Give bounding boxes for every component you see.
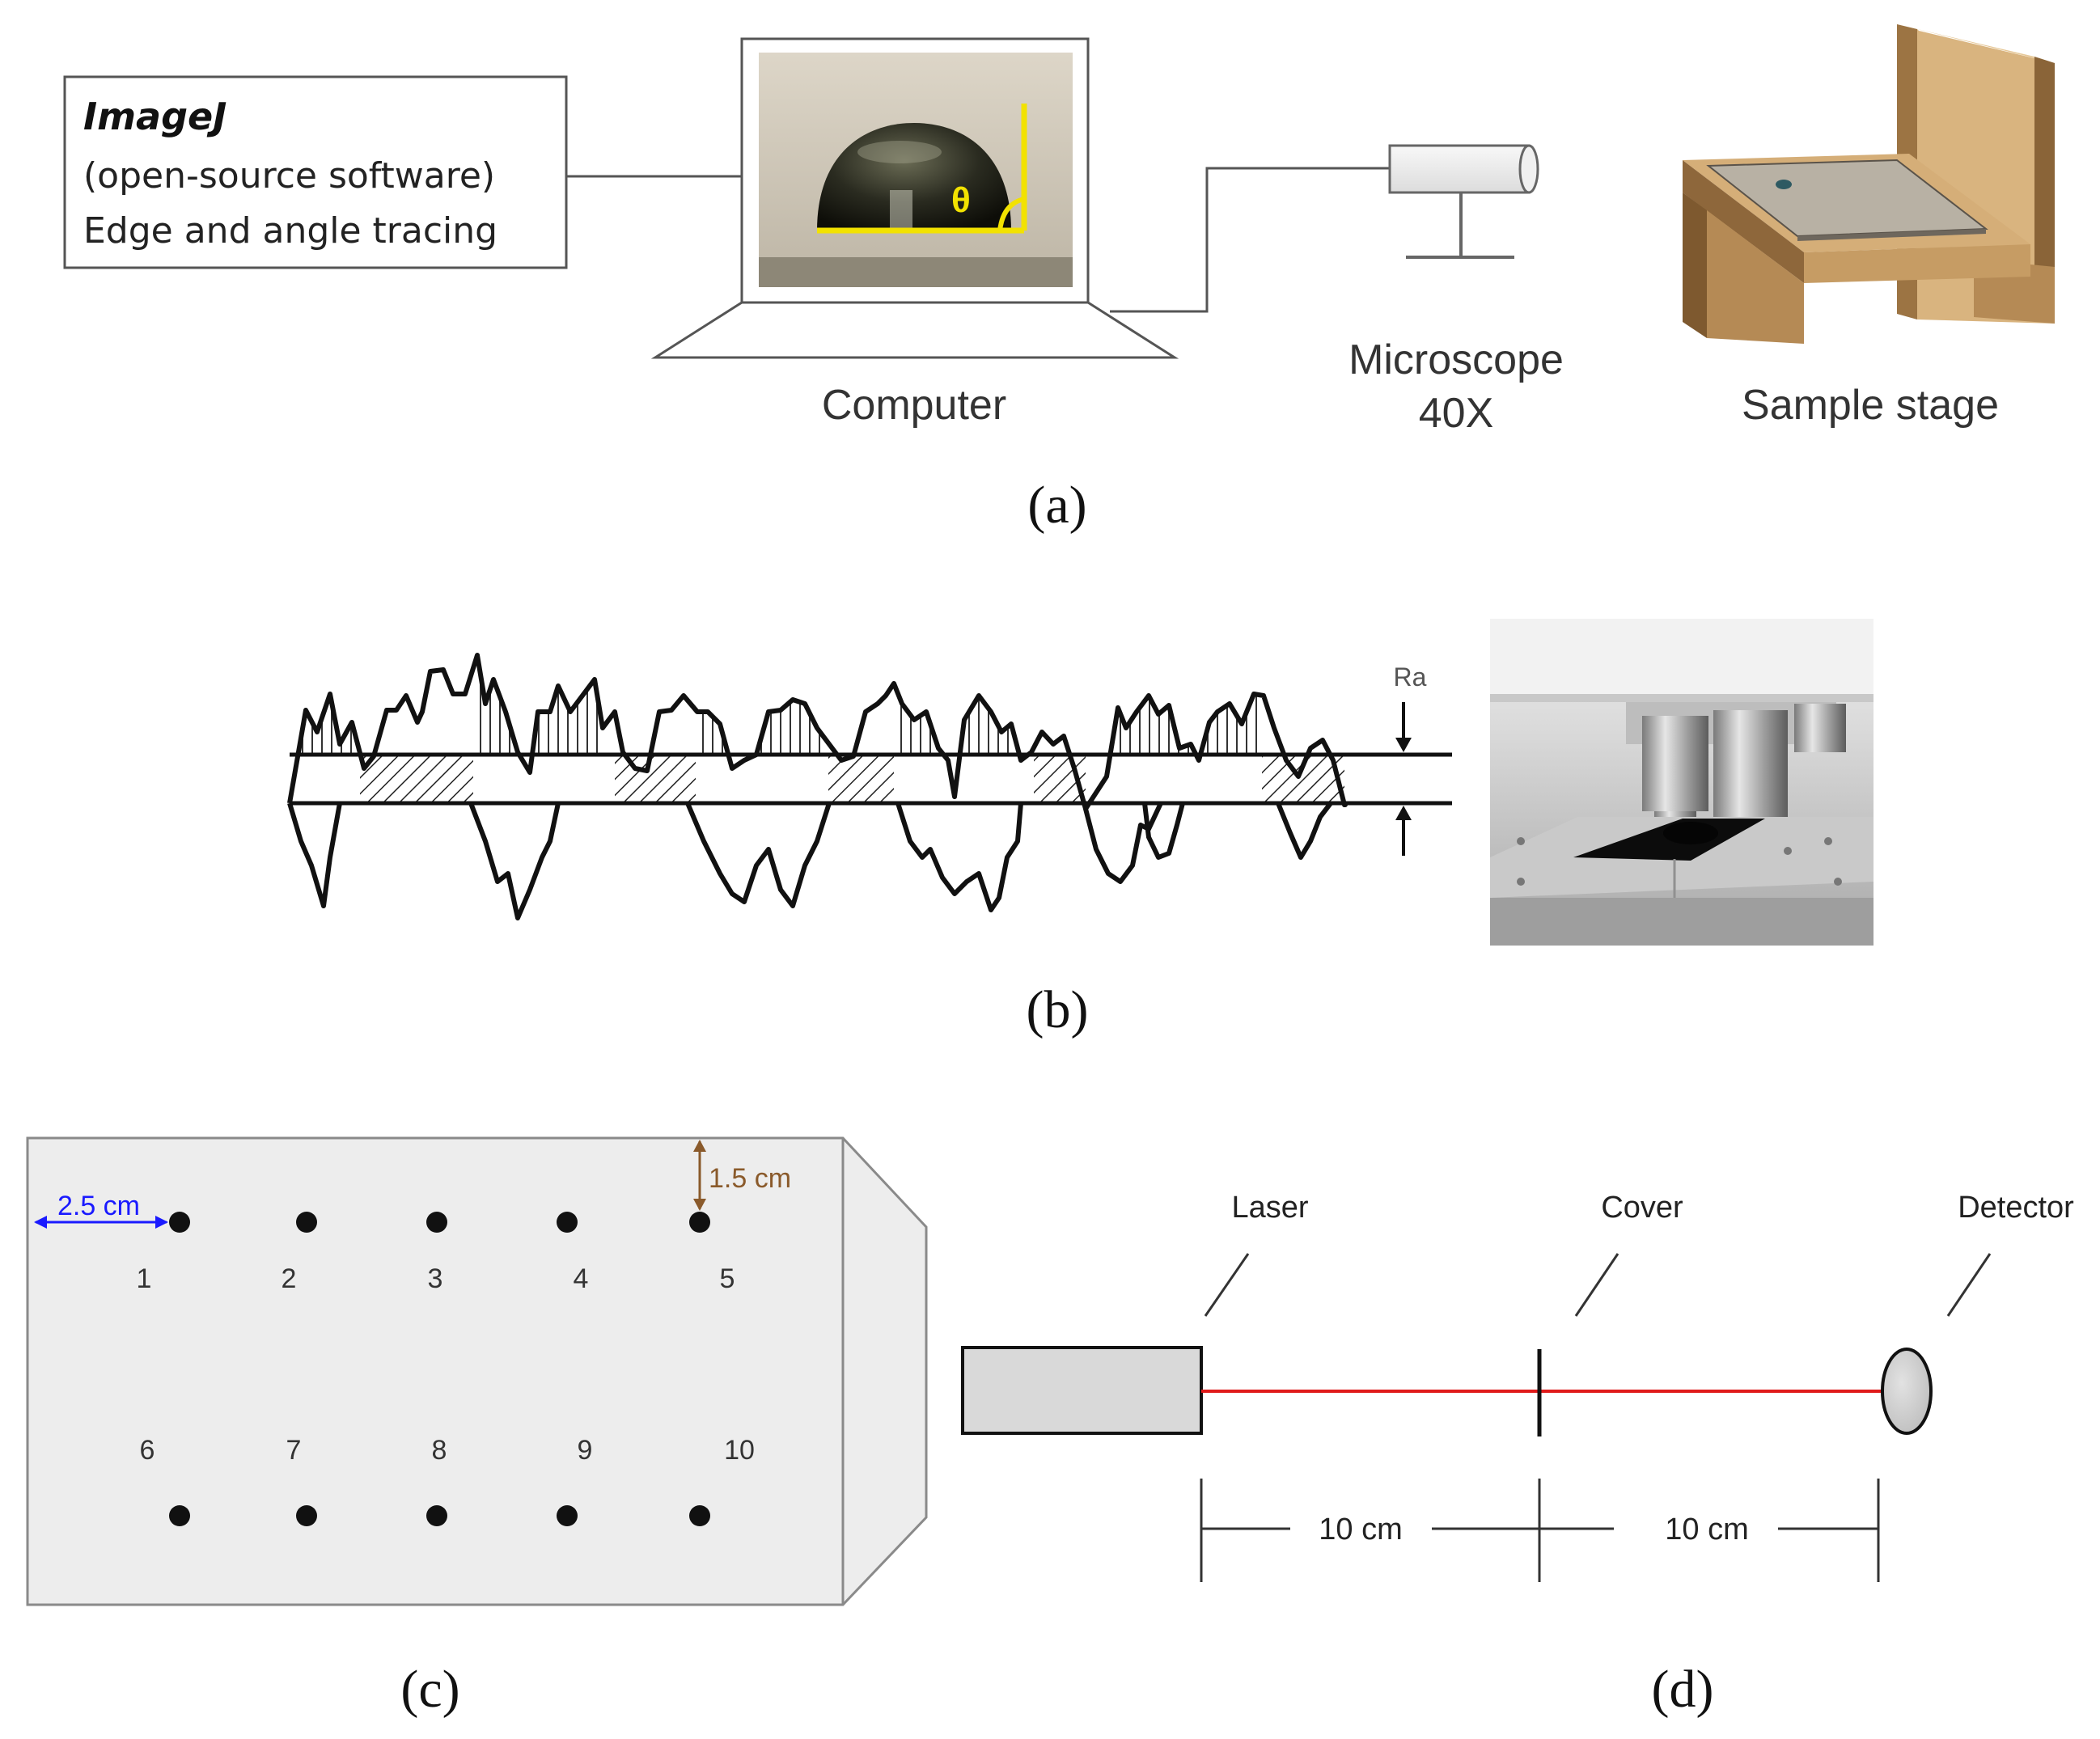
measurement-point-3 [426, 1212, 447, 1233]
detector-label: Detector [1958, 1191, 2074, 1225]
measurement-point-9 [557, 1505, 578, 1526]
hatched-band-2 [615, 755, 696, 803]
point-label-6: 6 [140, 1435, 155, 1466]
profile-valley-2 [468, 802, 561, 920]
hatched-band-group [360, 755, 1344, 803]
measurement-point-4 [557, 1212, 578, 1233]
contact-angle-image: θ [759, 53, 1073, 287]
hatched-band-3 [828, 755, 894, 803]
laptop-icon: θ [650, 37, 1179, 359]
vertical-dimension: 1.5 cm [693, 1140, 791, 1211]
caption-b: (b) [1027, 980, 1089, 1039]
profilometer-photo [1490, 619, 1873, 946]
point-label-9: 9 [578, 1435, 593, 1466]
ra-label: Ra [1394, 662, 1427, 692]
microscope-icon [1388, 144, 1539, 259]
distance-label-cover-detector: 10 cm [1665, 1513, 1748, 1546]
hatched-band-1 [360, 755, 473, 803]
measurement-point-5 [689, 1212, 710, 1233]
panel-b: Ra (b) [287, 619, 1873, 1039]
cover-leader-line [1574, 1253, 1619, 1317]
point-label-7: 7 [286, 1435, 302, 1466]
vertical-dimension-label: 1.5 cm [709, 1163, 791, 1194]
software-line-1: (open-source software) [83, 155, 495, 197]
point-label-5: 5 [720, 1263, 735, 1294]
roughness-profile-line [287, 653, 1348, 811]
software-box [63, 75, 568, 269]
cover-label: Cover [1601, 1191, 1683, 1225]
point-label-1: 1 [137, 1263, 152, 1294]
point-label-3: 3 [428, 1263, 443, 1294]
sample-stage-icon [1683, 24, 2055, 344]
sample-stage-label: Sample stage [1742, 382, 1999, 429]
detector-leader-line [1946, 1253, 1992, 1317]
panel-d: Laser Cover Detector 10 cm 10 cm (d) [961, 1191, 2074, 1719]
measurement-point-grid: 1 2 3 4 5 6 7 8 9 10 [137, 1212, 755, 1526]
measurement-point-6 [169, 1505, 190, 1526]
panel-a: ImageJ (open-source software) Edge and a… [63, 24, 2055, 535]
theta-symbol: θ [951, 180, 971, 220]
horizontal-dimension: 2.5 cm [34, 1191, 168, 1229]
software-title: ImageJ [83, 95, 227, 138]
measurement-point-2 [296, 1212, 317, 1233]
laser-leader-line [1204, 1253, 1250, 1317]
point-label-2: 2 [282, 1263, 297, 1294]
microscope-magnification: 40X [1419, 390, 1494, 437]
roughness-profile [287, 653, 1452, 920]
profile-valley-4 [895, 802, 1023, 912]
point-label-10: 10 [724, 1435, 755, 1466]
caption-d: (d) [1652, 1660, 1714, 1719]
software-line-2: Edge and angle tracing [83, 210, 497, 252]
point-label-4: 4 [574, 1263, 589, 1294]
panel-c: 2.5 cm 1.5 cm 1 2 3 4 5 6 7 [26, 1136, 928, 1719]
caption-c: (c) [400, 1660, 459, 1719]
profile-valley-7 [1276, 802, 1333, 860]
caption-a: (a) [1027, 476, 1086, 535]
measurement-point-1 [169, 1212, 190, 1233]
computer-microscope-cable [1110, 167, 1390, 313]
profile-valley-6 [1142, 802, 1185, 860]
profile-valley-3 [685, 802, 832, 908]
laser-label: Laser [1231, 1191, 1308, 1225]
distance-dimensions: 10 cm 10 cm [1200, 1479, 1880, 1582]
detector [1881, 1348, 1933, 1435]
measurement-point-8 [426, 1505, 447, 1526]
microscope-label: Microscope [1348, 336, 1564, 383]
distance-label-laser-cover: 10 cm [1319, 1513, 1402, 1546]
computer-label: Computer [822, 382, 1006, 429]
measurement-point-7 [296, 1505, 317, 1526]
ra-indicator: Ra [1394, 662, 1427, 856]
horizontal-dimension-label: 2.5 cm [57, 1191, 140, 1221]
laser-source [961, 1346, 1203, 1435]
measurement-point-10 [689, 1505, 710, 1526]
sample-panel [26, 1136, 928, 1606]
profile-valley-1 [287, 802, 342, 908]
point-label-8: 8 [432, 1435, 447, 1466]
